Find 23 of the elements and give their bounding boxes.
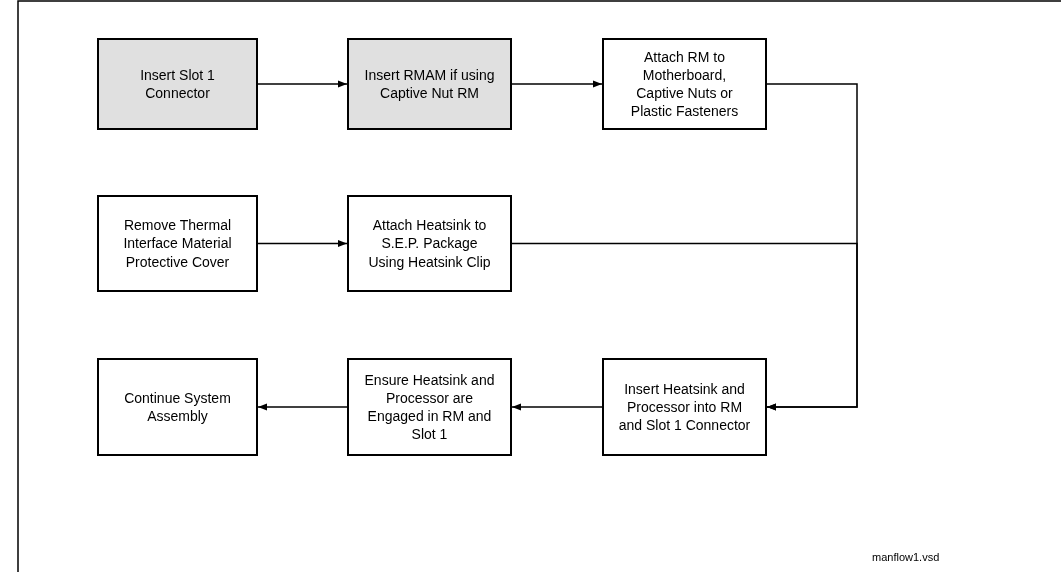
step-text: Remove Thermal Interface Material Protective Cover xyxy=(122,216,233,271)
step-text: Ensure Heatsink and Processor are Engaged in RM and Slot 1 xyxy=(363,370,496,444)
arrow xyxy=(511,80,603,88)
step-text: Insert RMAM if using Captive Nut RM xyxy=(363,65,496,103)
step-text: Insert Heatsink and Processor into RM and Slot 1 Connector xyxy=(618,379,751,435)
step-text: Attach RM to Motherboard, Captive Nuts or Plastic Fasteners xyxy=(629,47,740,121)
process-box xyxy=(602,358,767,456)
arrow xyxy=(511,242,858,411)
process-box xyxy=(97,358,258,456)
arrow xyxy=(511,403,603,411)
process-box xyxy=(347,195,512,292)
step-text: Attach Heatsink to S.E.P. Package Using Heatsink Clip xyxy=(367,216,492,271)
step-text: Insert Slot 1 Connector xyxy=(139,65,216,103)
process-box xyxy=(347,38,512,130)
process-box xyxy=(97,38,258,130)
arrow xyxy=(257,403,348,411)
arrow xyxy=(257,239,348,248)
arrow xyxy=(257,80,348,88)
process-box xyxy=(602,38,767,130)
step-text: Continue System Assembly xyxy=(123,388,232,426)
file-name: manflow1.vsd xyxy=(872,551,940,563)
process-box xyxy=(347,358,512,456)
process-box xyxy=(97,195,258,292)
